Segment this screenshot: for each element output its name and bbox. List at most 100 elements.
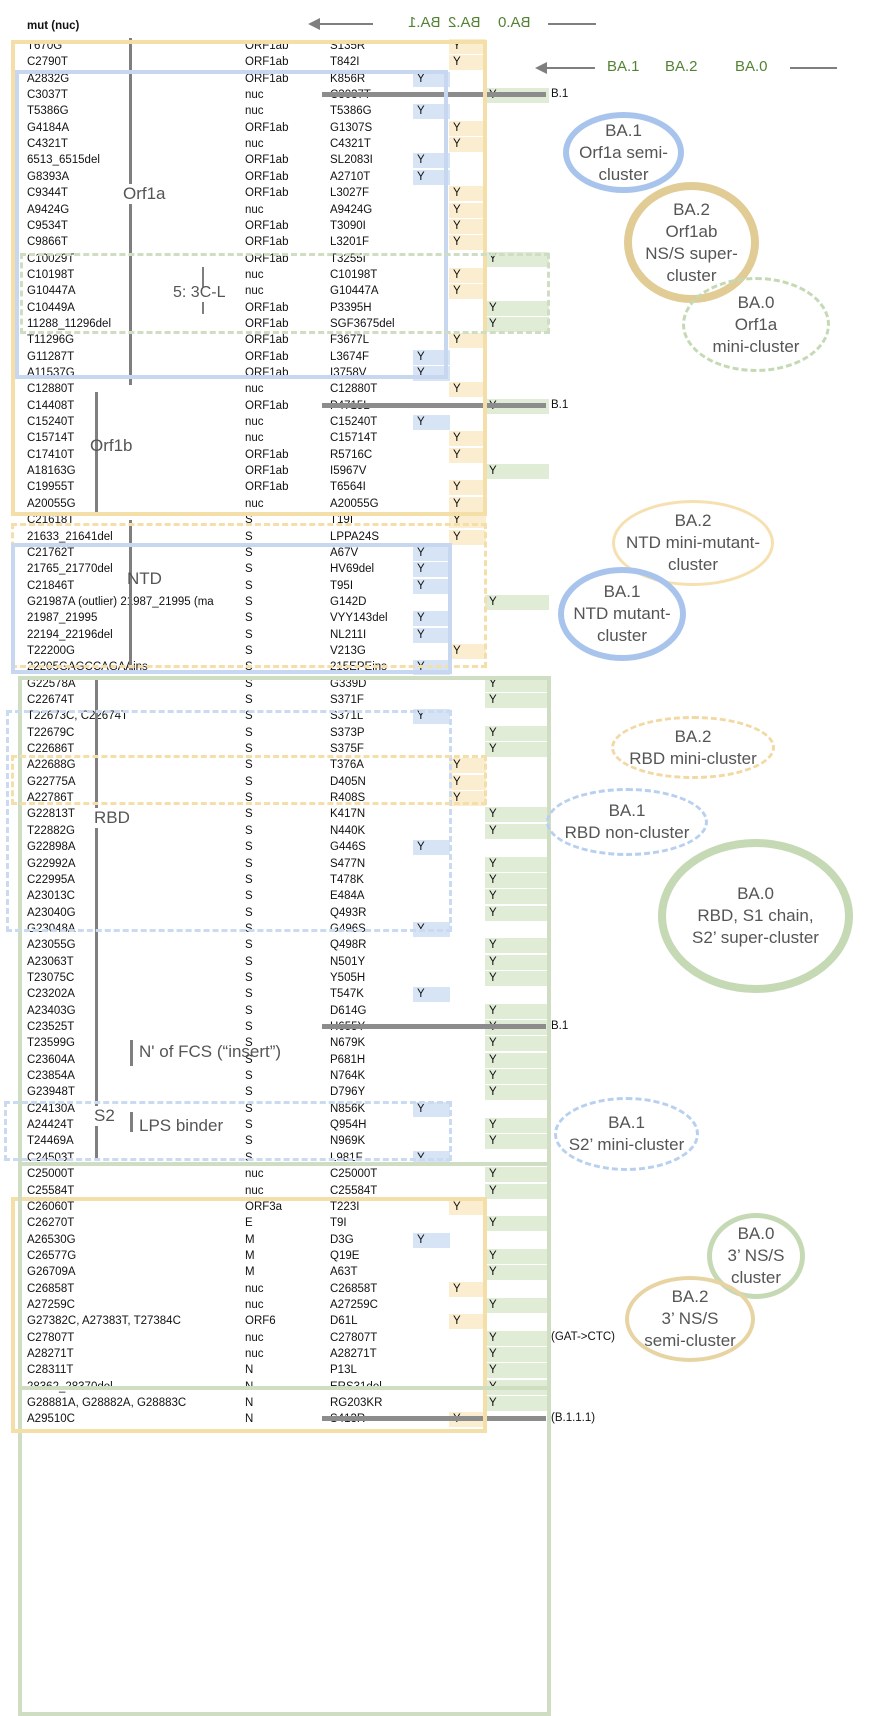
cell-aa: A27259C — [330, 1298, 378, 1311]
cell-gene: S — [245, 1021, 253, 1033]
ba0-highlight — [485, 856, 549, 872]
ba1-highlight — [413, 104, 450, 120]
cell-ba0: Y — [489, 857, 497, 870]
ba0-highlight — [485, 954, 549, 970]
cell-gene: S — [245, 841, 253, 854]
cell-mut: G21987A (outlier) 21987_21995 (ma — [27, 595, 214, 608]
cell-ba0: Y — [489, 1168, 497, 1181]
ba2-highlight — [449, 1281, 486, 1297]
lineage-label: B.1 — [551, 1020, 569, 1032]
fcs-label: N' of FCS (“insert”) — [139, 1042, 282, 1061]
cell-aa: Q954H — [330, 1119, 367, 1132]
cell-gene: S — [245, 1086, 253, 1099]
cell-gene: nuc — [245, 497, 264, 510]
arrow-left-icon — [535, 62, 837, 74]
cell-gene: ORF1ab — [245, 170, 289, 183]
ba0-highlight — [485, 823, 549, 839]
cell-aa: C27807T — [330, 1331, 378, 1344]
cell-mut: T22200G — [27, 644, 75, 657]
cell-mut: C22674T — [27, 694, 75, 706]
cell-gene: S — [245, 971, 253, 984]
cell-gene: nuc — [245, 285, 264, 298]
cell-mut: A22786T — [27, 792, 74, 805]
ba0-highlight — [485, 889, 549, 905]
cell-gene: S — [245, 1004, 253, 1017]
ba1-s2-box — [4, 1101, 452, 1161]
cell-aa: SGF3675del — [330, 317, 395, 330]
cell-mut: A24424T — [27, 1119, 74, 1132]
cell-mut: G8393A — [27, 170, 70, 183]
cell-gene: S — [245, 694, 253, 706]
ba0-highlight — [485, 1363, 549, 1379]
cell-ba0: Y — [489, 677, 497, 690]
cluster-ba2-orf1ab: BA.2 Orf1ab NS/S super- cluster — [624, 182, 759, 303]
cell-mut: 22194_22196del — [27, 628, 113, 641]
cell-aa: C26858T — [330, 1282, 378, 1295]
cell-gene: ORF1ab — [245, 301, 289, 314]
cell-ba2: Y — [453, 448, 461, 461]
cell-aa: Y505H — [330, 971, 366, 984]
cell-mut: C27807T — [27, 1331, 75, 1344]
cell-ba2: Y — [453, 268, 461, 281]
lineage-label: B.1 — [551, 398, 569, 411]
cell-ba2: Y — [453, 203, 461, 216]
mirrored-label-b: BA.2 — [448, 14, 481, 31]
cell-mut: C25584T — [27, 1184, 75, 1197]
cell-gene: S — [245, 824, 253, 837]
cell-mut: T22679C — [27, 726, 75, 739]
cell-mut: G23948T — [27, 1086, 75, 1099]
cell-aa: A28271T — [330, 1348, 377, 1360]
cell-aa: NL211I — [330, 628, 367, 641]
cell-mut: C15714T — [27, 432, 75, 445]
cell-ba0: Y — [489, 1119, 497, 1132]
cell-mut: C22995A — [27, 873, 75, 886]
cell-aa: G339D — [330, 677, 367, 690]
cell-aa: G142D — [330, 595, 367, 608]
cell-aa: T5386G — [330, 105, 372, 118]
cell-gene: S — [245, 1135, 253, 1148]
cell-gene: nuc — [245, 138, 264, 151]
cell-gene: S — [245, 677, 253, 690]
cell-ba0: Y — [489, 743, 497, 756]
cell-aa: SL2083I — [330, 154, 373, 167]
cell-ba2: Y — [453, 432, 461, 445]
ba1-highlight — [413, 415, 450, 431]
cell-gene: ORF1ab — [245, 121, 289, 134]
cell-gene: ORF1ab — [245, 72, 289, 85]
ba2-highlight — [449, 382, 486, 398]
cell-aa: HV69del — [330, 563, 375, 576]
cell-aa: C15714T — [330, 432, 378, 445]
cell-ba0: Y — [489, 890, 497, 903]
ba2-highlight — [449, 496, 486, 512]
cell-ba1: Y — [417, 1151, 425, 1164]
cell-mut: C9534T — [27, 219, 68, 232]
s2-label: S2 — [92, 1106, 117, 1126]
cell-gene: S — [245, 955, 253, 968]
cell-mut: 6513_6515del — [27, 154, 100, 167]
cell-gene: nuc — [245, 1184, 264, 1197]
cell-ba1: Y — [417, 154, 425, 167]
cell-aa: T95I — [330, 579, 354, 592]
cell-mut: C26577G — [27, 1249, 77, 1262]
ba0-3ns-box — [18, 1162, 551, 1390]
cell-mut: A2832G — [27, 72, 70, 85]
cell-mut: G22898A — [27, 841, 76, 854]
ba2-highlight — [449, 1199, 486, 1215]
cell-ba2: Y — [453, 56, 461, 69]
cluster-ba0-rbd: BA.0 RBD, S1 chain, S2’ super-cluster — [658, 839, 853, 993]
cell-mut: C9866T — [27, 236, 68, 249]
cell-ba1: Y — [417, 841, 425, 854]
cell-ba0: Y — [489, 1135, 497, 1148]
ba2-highlight — [449, 235, 486, 251]
cell-gene: N — [245, 1364, 254, 1377]
cell-gene: S — [245, 775, 253, 788]
ba1-highlight — [413, 71, 450, 87]
ba0-highlight — [485, 693, 549, 708]
cell-ba0: Y — [489, 1298, 497, 1311]
cell-ba2: Y — [453, 1200, 461, 1213]
cell-ba1: Y — [417, 710, 425, 723]
cell-aa: C25000T — [330, 1168, 378, 1181]
ba0-highlight — [485, 1134, 549, 1150]
cell-aa: C12880T — [330, 383, 378, 396]
ba1-highlight — [413, 349, 450, 365]
